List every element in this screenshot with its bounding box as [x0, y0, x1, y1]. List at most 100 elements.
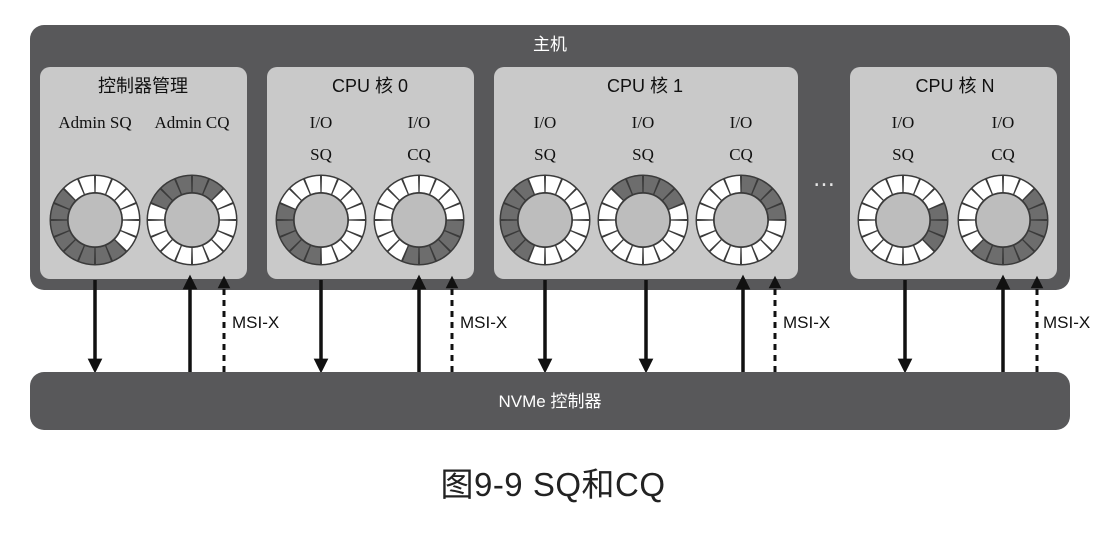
- box-cpu-core-1: CPU 核 1 I/O SQ I/O SQ I/O CQ: [494, 67, 798, 279]
- queue-slot-empty: [903, 176, 919, 194]
- queue-slot-empty: [148, 204, 166, 220]
- queue-slot-empty: [1003, 176, 1019, 194]
- queue-slot-empty: [378, 231, 399, 251]
- queue-slot-filled: [176, 176, 192, 194]
- queue-label-line1: I/O: [534, 113, 557, 132]
- queue-slot-empty: [959, 220, 977, 236]
- msix-label: MSI-X: [232, 313, 279, 332]
- queue-slot-filled: [277, 220, 295, 236]
- ring-center: [713, 192, 769, 248]
- queue-label-line1: Admin SQ: [58, 113, 131, 132]
- queue-label-line2: SQ: [892, 145, 914, 164]
- queue-slot-filled: [643, 176, 659, 194]
- queue-slot-filled: [277, 204, 295, 220]
- queue-slot-filled: [439, 231, 460, 251]
- queue-slot-filled: [972, 240, 992, 261]
- queue-label-line2: SQ: [632, 145, 654, 164]
- queue-slot-filled: [1003, 246, 1019, 264]
- queue-slot-filled: [280, 231, 301, 251]
- queue-slot-empty: [545, 176, 561, 194]
- queue-slot-filled: [305, 246, 321, 264]
- queue-slot-filled: [923, 231, 944, 251]
- queue-slot-empty: [321, 246, 337, 264]
- queue-slot-filled: [504, 189, 525, 209]
- queue-slot-empty: [972, 179, 992, 200]
- queue-slot-empty: [445, 204, 463, 220]
- queue-slot-empty: [571, 204, 589, 220]
- queue-slot-empty: [962, 231, 983, 251]
- nvme-controller-bar: [30, 372, 1070, 430]
- queue-slot-empty: [725, 246, 741, 264]
- queue-slot-empty: [388, 179, 408, 200]
- figure-caption: 图9-9 SQ和CQ: [440, 466, 666, 503]
- queue-slot-empty: [341, 231, 362, 251]
- queue-slot-empty: [347, 220, 365, 236]
- queue-slot-filled: [761, 189, 782, 209]
- queue-slot-empty: [545, 246, 561, 264]
- queue-slot-empty: [529, 176, 545, 194]
- box-cpu-core-n: CPU 核 N I/O SQ I/O CQ: [850, 67, 1057, 279]
- ring-center: [875, 192, 931, 248]
- queue-slot-empty: [347, 204, 365, 220]
- core1-sq1-ring: [499, 174, 591, 266]
- coren-sq-ring: [857, 174, 949, 266]
- queue-slot-empty: [565, 231, 586, 251]
- coren-cq-ring: [957, 174, 1049, 266]
- queue-slot-empty: [959, 204, 977, 220]
- box-cpu-core-0: CPU 核 0 I/O SQ I/O CQ: [267, 67, 474, 279]
- ring-center: [164, 192, 220, 248]
- box-title: CPU 核 0: [332, 76, 408, 96]
- queue-slot-empty: [192, 246, 208, 264]
- msix-label: MSI-X: [460, 313, 507, 332]
- ring-center: [517, 192, 573, 248]
- queue-slot-filled: [741, 176, 757, 194]
- queue-slot-empty: [106, 179, 126, 200]
- queue-slot-empty: [627, 246, 643, 264]
- queue-slot-empty: [962, 189, 983, 209]
- queue-slot-empty: [378, 189, 399, 209]
- queue-slot-filled: [1029, 204, 1047, 220]
- queue-slot-filled: [767, 204, 785, 220]
- queue-slot-filled: [929, 204, 947, 220]
- ring-center: [391, 192, 447, 248]
- queue-slot-empty: [862, 231, 883, 251]
- queue-slot-empty: [697, 204, 715, 220]
- host-title: 主机: [533, 35, 567, 54]
- queue-slot-empty: [403, 176, 419, 194]
- box-controller-management: 控制器管理 Admin SQ Admin CQ: [40, 67, 247, 279]
- admin-sq-ring: [49, 174, 141, 266]
- queue-slot-empty: [669, 204, 687, 220]
- queue-slot-filled: [445, 220, 463, 236]
- queue-slot-empty: [419, 176, 435, 194]
- queue-slot-empty: [862, 189, 883, 209]
- queue-slot-filled: [151, 189, 172, 209]
- queue-slot-empty: [654, 240, 674, 261]
- queue-slot-filled: [752, 179, 772, 200]
- queue-slot-empty: [859, 204, 877, 220]
- queue-slot-empty: [643, 246, 659, 264]
- queue-slot-empty: [332, 179, 352, 200]
- msix-label: MSI-X: [783, 313, 830, 332]
- queue-slot-filled: [51, 220, 69, 236]
- ring-center: [975, 192, 1031, 248]
- queue-slot-empty: [700, 231, 721, 251]
- queue-slot-empty: [571, 220, 589, 236]
- queue-slot-empty: [388, 240, 408, 261]
- box-title: 控制器管理: [98, 76, 188, 96]
- queue-slot-filled: [192, 176, 208, 194]
- queue-slot-empty: [903, 246, 919, 264]
- queue-slot-filled: [987, 246, 1003, 264]
- queue-slot-empty: [725, 176, 741, 194]
- queue-slot-empty: [148, 220, 166, 236]
- queue-label-line2: CQ: [991, 145, 1015, 164]
- admin-cq-ring: [146, 174, 238, 266]
- queue-slot-empty: [121, 220, 139, 236]
- queue-slot-empty: [887, 246, 903, 264]
- queue-slot-empty: [375, 204, 393, 220]
- queue-slot-empty: [332, 240, 352, 261]
- core1-sq2-ring: [597, 174, 689, 266]
- queue-slot-empty: [115, 189, 136, 209]
- queue-slot-empty: [203, 240, 223, 261]
- queue-slot-filled: [514, 179, 534, 200]
- queue-slot-empty: [176, 246, 192, 264]
